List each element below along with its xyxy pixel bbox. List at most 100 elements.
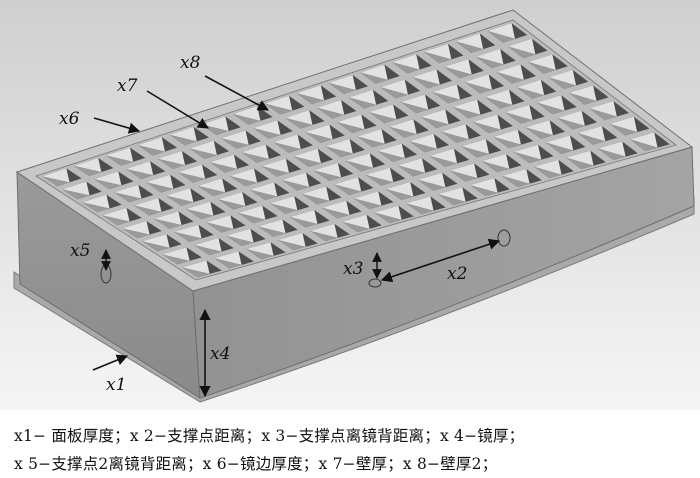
cell-side-wall bbox=[400, 102, 429, 114]
cell-side-wall bbox=[429, 155, 458, 167]
cell-side-wall bbox=[246, 249, 274, 260]
cell-side-wall bbox=[348, 97, 377, 109]
cell-inner-wall bbox=[505, 104, 533, 121]
cell-side-wall bbox=[278, 239, 306, 251]
cell-side-wall bbox=[316, 107, 345, 119]
cell-inner-wall bbox=[42, 168, 70, 183]
cell-inner-wall bbox=[360, 64, 388, 80]
cell-inner-wall bbox=[316, 99, 345, 115]
cell-side-wall bbox=[441, 131, 469, 143]
cell-inner-wall bbox=[285, 110, 313, 125]
cell-inner-wall bbox=[264, 95, 293, 111]
cell-side-wall bbox=[481, 161, 510, 173]
cell-inner-wall bbox=[296, 85, 325, 101]
cell-side-wall bbox=[507, 46, 536, 59]
cell-side-wall bbox=[536, 102, 565, 115]
cell-side-wall bbox=[397, 165, 426, 177]
cell-side-wall bbox=[226, 235, 254, 246]
cell-inner-wall bbox=[429, 148, 458, 164]
cell-inner-wall bbox=[470, 178, 498, 193]
cell-side-wall bbox=[525, 127, 553, 139]
cell-side-wall bbox=[125, 168, 154, 180]
cell-inner-wall bbox=[444, 59, 472, 75]
cell-inner-wall bbox=[74, 158, 102, 173]
cell-side-wall bbox=[82, 202, 110, 213]
cell-inner-wall bbox=[348, 89, 377, 105]
arrow-x7 bbox=[146, 90, 209, 129]
cell-inner-wall bbox=[154, 211, 182, 226]
cell-side-wall bbox=[577, 133, 606, 145]
cell-inner-wall bbox=[221, 130, 249, 146]
cell-side-wall bbox=[169, 134, 197, 146]
cell-inner-wall bbox=[568, 85, 597, 102]
cell-side-wall bbox=[423, 51, 452, 64]
cell-side-wall bbox=[380, 87, 408, 99]
cell-side-wall bbox=[114, 192, 142, 203]
cell-side-wall bbox=[217, 199, 246, 210]
cell-side-wall bbox=[238, 212, 266, 224]
cell-side-wall bbox=[214, 258, 242, 269]
cell-side-wall bbox=[105, 155, 134, 166]
cell-side-wall bbox=[253, 128, 281, 139]
cell-inner-wall bbox=[565, 150, 594, 166]
cell-inner-wall bbox=[432, 84, 461, 100]
cell-inner-wall bbox=[397, 158, 426, 173]
cell-side-wall bbox=[233, 114, 261, 125]
cell-side-wall bbox=[154, 218, 182, 229]
cell-inner-wall bbox=[189, 140, 217, 156]
cell-side-wall bbox=[313, 170, 342, 182]
cell-inner-wall bbox=[337, 114, 365, 130]
cell-inner-wall bbox=[345, 153, 374, 168]
label-x5: x5 bbox=[70, 241, 90, 261]
cell-side-wall bbox=[464, 82, 492, 94]
cell-side-wall bbox=[597, 148, 626, 161]
cell-inner-wall bbox=[484, 89, 513, 105]
cell-inner-wall bbox=[301, 186, 330, 201]
arrow-x1 bbox=[92, 354, 129, 371]
cell-side-wall bbox=[296, 93, 325, 105]
cell-side-wall bbox=[345, 160, 374, 172]
cell-inner-wall bbox=[333, 177, 362, 192]
cell-side-wall bbox=[249, 189, 278, 201]
cell-side-wall bbox=[629, 139, 658, 152]
cell-inner-wall bbox=[290, 210, 318, 225]
cell-side-wall bbox=[285, 117, 313, 129]
cell-inner-wall bbox=[548, 69, 577, 86]
cell-inner-wall bbox=[325, 138, 353, 154]
cell-inner-wall bbox=[357, 129, 385, 144]
cell-side-wall bbox=[406, 203, 434, 215]
cell-inner-wall bbox=[142, 234, 170, 248]
cell-side-wall bbox=[102, 215, 130, 226]
cell-inner-wall bbox=[377, 143, 405, 159]
cell-side-wall bbox=[484, 97, 513, 109]
cell-inner-wall bbox=[182, 260, 210, 274]
cell-side-wall bbox=[137, 145, 165, 156]
cell-inner-wall bbox=[217, 192, 246, 207]
cell-side-wall bbox=[321, 207, 350, 219]
cell-side-wall bbox=[142, 241, 170, 252]
label-x4: x4 bbox=[210, 344, 230, 364]
cell-inner-wall bbox=[328, 75, 356, 91]
cell-inner-wall bbox=[597, 141, 626, 157]
cell-inner-wall bbox=[502, 168, 530, 184]
cell-side-wall bbox=[209, 162, 238, 173]
cell-inner-wall bbox=[392, 54, 420, 70]
support-point-marker-x3 bbox=[368, 278, 382, 288]
cell-inner-wall bbox=[536, 95, 565, 111]
cell-inner-wall bbox=[528, 54, 556, 70]
cell-side-wall bbox=[385, 189, 414, 200]
cell-side-wall bbox=[421, 116, 449, 129]
cell-inner-wall bbox=[374, 205, 402, 220]
cell-side-wall bbox=[261, 166, 290, 177]
cell-inner-wall bbox=[261, 158, 290, 173]
cell-side-wall bbox=[122, 228, 150, 239]
cell-side-wall bbox=[452, 106, 481, 119]
cell-side-wall bbox=[475, 56, 504, 69]
cell-side-wall bbox=[145, 182, 174, 193]
cell-inner-wall bbox=[481, 154, 510, 169]
cell-side-wall bbox=[157, 158, 186, 170]
cell-inner-wall bbox=[409, 133, 437, 149]
cell-inner-wall bbox=[493, 129, 521, 145]
cell-inner-wall bbox=[197, 178, 226, 193]
cell-inner-wall bbox=[455, 33, 484, 50]
